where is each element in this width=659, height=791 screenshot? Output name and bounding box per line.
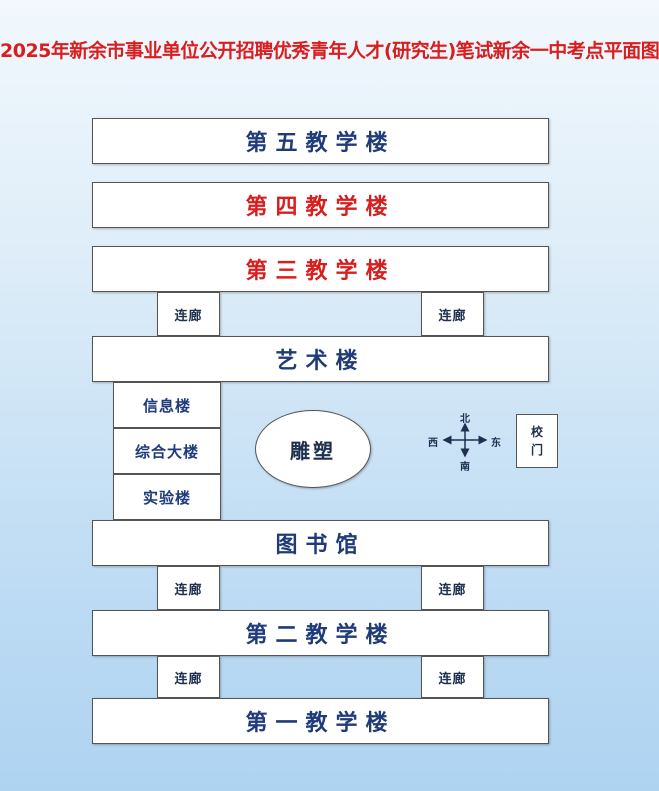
corridor-right-3: 连廊	[421, 656, 484, 698]
building-third-teaching: 第三教学楼	[92, 246, 549, 292]
corridor-right-1: 连廊	[421, 292, 484, 336]
compass-north: 北	[460, 414, 470, 425]
compass-east: 东	[491, 438, 501, 449]
corridor-left-1: 连廊	[157, 292, 220, 336]
corridor-right-2: 连廊	[421, 566, 484, 610]
building-first-teaching: 第一教学楼	[92, 698, 549, 744]
building-laboratory: 实验楼	[113, 474, 221, 520]
building-art: 艺术楼	[92, 336, 549, 382]
compass-west: 西	[428, 438, 438, 449]
statue: 雕塑	[255, 410, 371, 488]
compass-south: 南	[460, 462, 470, 473]
compass: 北 南 西 东	[420, 410, 510, 473]
school-gate: 校 门	[516, 414, 558, 468]
building-fourth-teaching: 第四教学楼	[92, 182, 549, 228]
gate-label-line1: 校	[530, 425, 543, 439]
gate-label-line2: 门	[530, 443, 543, 457]
building-fifth-teaching: 第五教学楼	[92, 118, 549, 164]
corridor-left-2: 连廊	[157, 566, 220, 610]
building-information: 信息楼	[113, 382, 221, 428]
corridor-left-3: 连廊	[157, 656, 220, 698]
building-comprehensive: 综合大楼	[113, 428, 221, 474]
building-second-teaching: 第二教学楼	[92, 610, 549, 656]
building-library: 图书馆	[92, 520, 549, 566]
map-title: 2025年新余市事业单位公开招聘优秀青年人才(研究生)笔试新余一中考点平面图	[0, 40, 659, 62]
compass-arrows-icon	[442, 422, 488, 458]
